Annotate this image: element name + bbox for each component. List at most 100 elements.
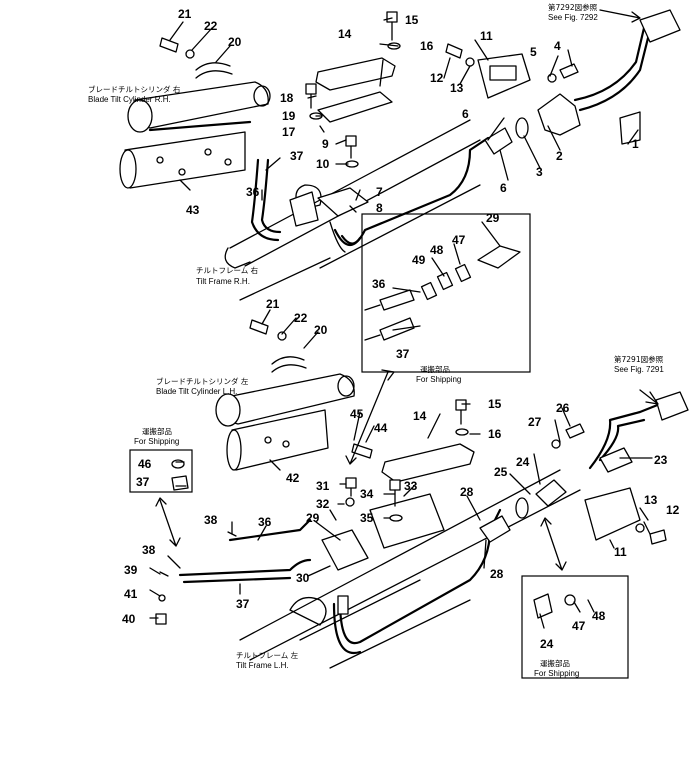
callout-20-lower: 20 — [314, 323, 328, 337]
callout-19: 19 — [282, 109, 296, 123]
callout-20: 20 — [228, 35, 242, 49]
callout-46: 46 — [138, 457, 152, 471]
text-labels: ブレードチルトシリンダ 右 Blade Tilt Cylinder R.H. チ… — [88, 2, 664, 678]
callout-48-box: 48 — [592, 609, 606, 623]
clamp-11-lower — [584, 487, 641, 541]
blade-tilt-rh-en: Blade Tilt Cylinder R.H. — [88, 95, 171, 104]
callout-14: 14 — [338, 27, 352, 41]
ref-7292-jp: 第7292図参照 — [548, 2, 598, 12]
ref-7291-en: See Fig. 7291 — [614, 365, 664, 374]
blade-tilt-cylinder-lh — [215, 373, 355, 471]
callout-48-upper: 48 — [430, 243, 444, 257]
callout-17: 17 — [282, 125, 296, 139]
shipping-box-right — [521, 575, 629, 679]
callout-40: 40 — [122, 612, 136, 626]
callout-31: 31 — [316, 479, 330, 493]
tilt-frame-lh-jp: チルトフレーム 左 — [236, 650, 299, 660]
callout-16: 16 — [420, 39, 434, 53]
callout-42: 42 — [286, 471, 300, 485]
callout-27: 27 — [528, 415, 542, 429]
callout-2: 2 — [556, 149, 563, 163]
callout-6-bottom: 6 — [500, 181, 507, 195]
callout-21: 21 — [178, 7, 192, 21]
callout-15-lower: 15 — [488, 397, 502, 411]
callout-29-lower: 29 — [306, 511, 320, 525]
callout-10: 10 — [316, 157, 330, 171]
plate-33 — [369, 493, 445, 549]
tilt-frame-rh-en: Tilt Frame R.H. — [196, 277, 250, 286]
callout-49: 49 — [412, 253, 426, 267]
blade-tilt-cylinder-rh — [119, 81, 271, 189]
callout-37-box: 37 — [396, 347, 410, 361]
tilt-frame-lh-en: Tilt Frame L.H. — [236, 661, 289, 670]
fittings-upper — [329, 9, 681, 253]
callout-47-box: 47 — [572, 619, 586, 633]
callout-28-top: 28 — [460, 485, 474, 499]
callout-37-top: 37 — [290, 149, 304, 163]
callout-11-lower: 11 — [614, 545, 627, 559]
callout-12-lower: 12 — [666, 503, 680, 517]
fittings-lower — [337, 391, 689, 615]
callout-41: 41 — [124, 587, 138, 601]
callout-43: 43 — [186, 203, 200, 217]
hoses-upper — [148, 26, 652, 247]
callout-7: 7 — [376, 185, 383, 199]
blade-tilt-rh-jp: ブレードチルトシリンダ 右 — [88, 84, 181, 94]
leader-lines — [149, 17, 653, 629]
callout-37-shipping: 37 — [136, 475, 150, 489]
hoses-lower — [178, 402, 662, 655]
callout-39: 39 — [124, 563, 138, 577]
joint-block-8 — [289, 187, 369, 227]
shipping-left-jp: 運搬部品 — [142, 426, 172, 436]
callout-6-top: 6 — [462, 107, 469, 121]
callout-47-upper: 47 — [452, 233, 466, 247]
callout-38-lower: 38 — [142, 543, 156, 557]
bracket-14-upper — [315, 57, 396, 91]
callout-3: 3 — [536, 165, 543, 179]
callout-25: 25 — [494, 465, 508, 479]
shipping-upper-en: For Shipping — [416, 375, 461, 384]
callout-24-box: 24 — [540, 637, 554, 651]
callout-13-lower: 13 — [644, 493, 658, 507]
callout-30: 30 — [296, 571, 310, 585]
callout-16-lower: 16 — [488, 427, 502, 441]
callout-numbers: 21 22 20 14 15 16 11 12 13 4 5 18 19 17 … — [122, 7, 680, 651]
callout-33: 33 — [404, 479, 418, 493]
blade-tilt-lh-en: Blade Tilt Cylinder L.H. — [156, 387, 237, 396]
callout-32: 32 — [316, 497, 330, 511]
callout-12: 12 — [430, 71, 444, 85]
ref-7292-en: See Fig. 7292 — [548, 13, 598, 22]
callout-22: 22 — [204, 19, 218, 33]
clamp-11-upper — [477, 53, 531, 99]
callout-1: 1 — [632, 137, 639, 151]
callout-15: 15 — [405, 13, 419, 27]
callout-22-lower: 22 — [294, 311, 308, 325]
callout-36-box: 36 — [372, 277, 386, 291]
callout-44: 44 — [374, 421, 388, 435]
plate-17 — [317, 91, 393, 123]
callout-38-upper: 38 — [204, 513, 218, 527]
shipping-upper-jp: 運搬部品 — [420, 364, 450, 374]
callout-24-lower: 24 — [516, 455, 530, 469]
shipping-right-jp: 運搬部品 — [540, 658, 570, 668]
callout-18: 18 — [280, 91, 294, 105]
bracket-14-lower — [381, 443, 475, 483]
shipping-left-en: For Shipping — [134, 437, 179, 446]
hardware-lower — [155, 319, 667, 625]
arrows — [155, 9, 659, 571]
blade-tilt-lh-jp: ブレードチルトシリンダ 左 — [156, 376, 249, 386]
joint-block-30 — [321, 529, 369, 571]
callout-37-lower: 37 — [236, 597, 250, 611]
shipping-box-upper — [361, 213, 531, 373]
callout-29-upper: 29 — [486, 211, 500, 225]
tilt-frame-lh — [239, 469, 581, 669]
ref-7291-jp: 第7291図参照 — [614, 354, 664, 364]
callout-5: 5 — [530, 45, 537, 59]
callout-8: 8 — [376, 201, 383, 215]
callout-4: 4 — [554, 39, 561, 53]
hardware-upper — [159, 11, 579, 168]
callout-36-top: 36 — [246, 185, 260, 199]
callout-13: 13 — [450, 81, 464, 95]
